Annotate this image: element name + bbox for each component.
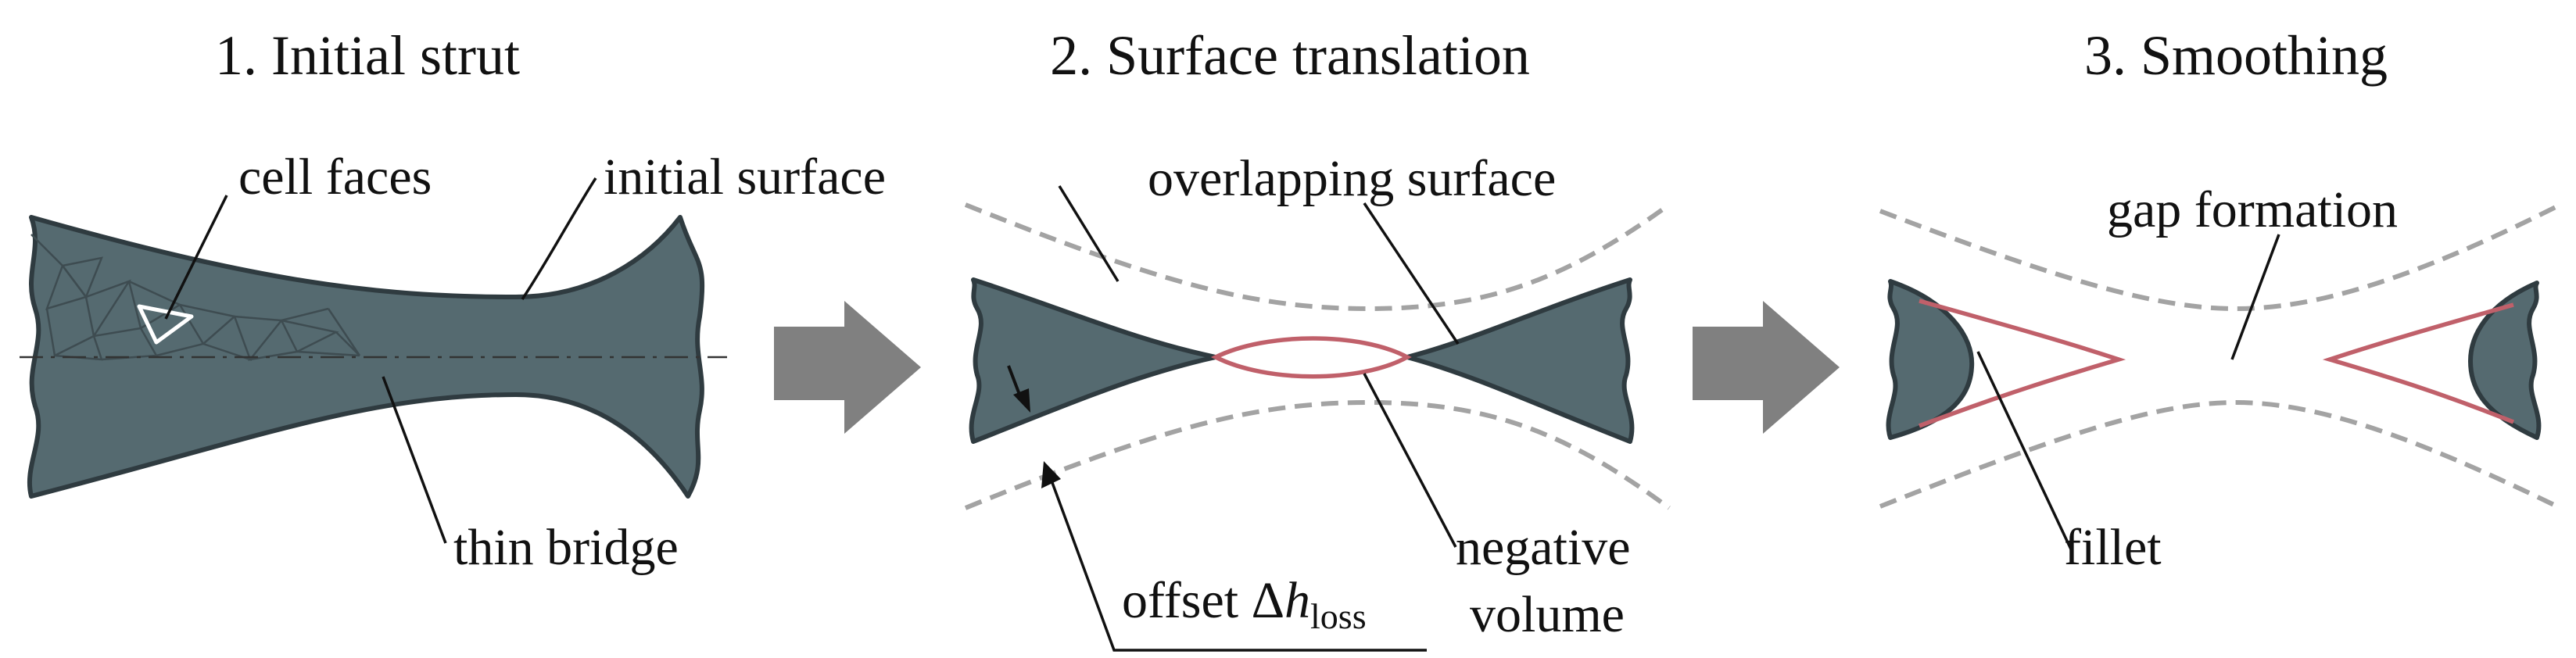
negative-volume-leader (1363, 373, 1457, 548)
fillet-outline-right (2322, 302, 2515, 424)
panel-smoothing: 3. Smoothing gap formation fillet (1879, 24, 2562, 576)
negative-volume-region (1210, 336, 1412, 379)
overlapping-surface-label: overlapping surface (1148, 150, 1556, 207)
offset-surface-bottom (964, 399, 1671, 510)
cell-faces-leader (164, 195, 228, 320)
highlighted-cell-face (137, 304, 194, 345)
overlapping-surface-leader-2 (1363, 202, 1460, 345)
smoothed-strut-right (2468, 281, 2542, 440)
smoothed-strut-left (1886, 279, 1975, 440)
thin-bridge-leader (382, 376, 447, 544)
process-arrow-1 (774, 301, 921, 434)
panel-initial-strut: 1. Initial strut cell faces initial surf… (20, 24, 886, 576)
translated-strut-right (1405, 277, 1635, 444)
gap-formation-leader (2230, 234, 2280, 360)
offset-leader-arrowhead (1041, 461, 1061, 488)
fillet-label: fillet (2064, 519, 2162, 576)
smoothed-offset-bottom (1879, 399, 2562, 510)
smoothed-offset-top (1879, 202, 2562, 312)
translated-strut-left (969, 277, 1218, 444)
offset-surface-top (964, 202, 1671, 312)
panel-surface-translation: 2. Surface translation overlapping surfa… (964, 24, 1671, 652)
initial-surface-label: initial surface (604, 148, 886, 206)
cell-faces-label: cell faces (238, 148, 432, 206)
thin-bridge-label: thin bridge (453, 519, 679, 576)
translation-arrowhead (1013, 388, 1030, 413)
process-arrow-2 (1693, 301, 1840, 434)
negative-label: negative (1456, 519, 1631, 576)
gap-formation-label: gap formation (2107, 181, 2398, 238)
panel-3-title: 3. Smoothing (2084, 24, 2388, 87)
initial-surface-leader (521, 177, 597, 300)
panel-1-title: 1. Initial strut (215, 24, 520, 87)
panel-2-title: 2. Surface translation (1050, 24, 1530, 87)
offset-leader (1050, 480, 1427, 652)
offset-label: offset Δhloss (1122, 572, 1367, 636)
fillet-leader (1976, 351, 2073, 552)
volume-label: volume (1470, 586, 1625, 643)
overlapping-surface-leader-1 (1058, 185, 1120, 282)
